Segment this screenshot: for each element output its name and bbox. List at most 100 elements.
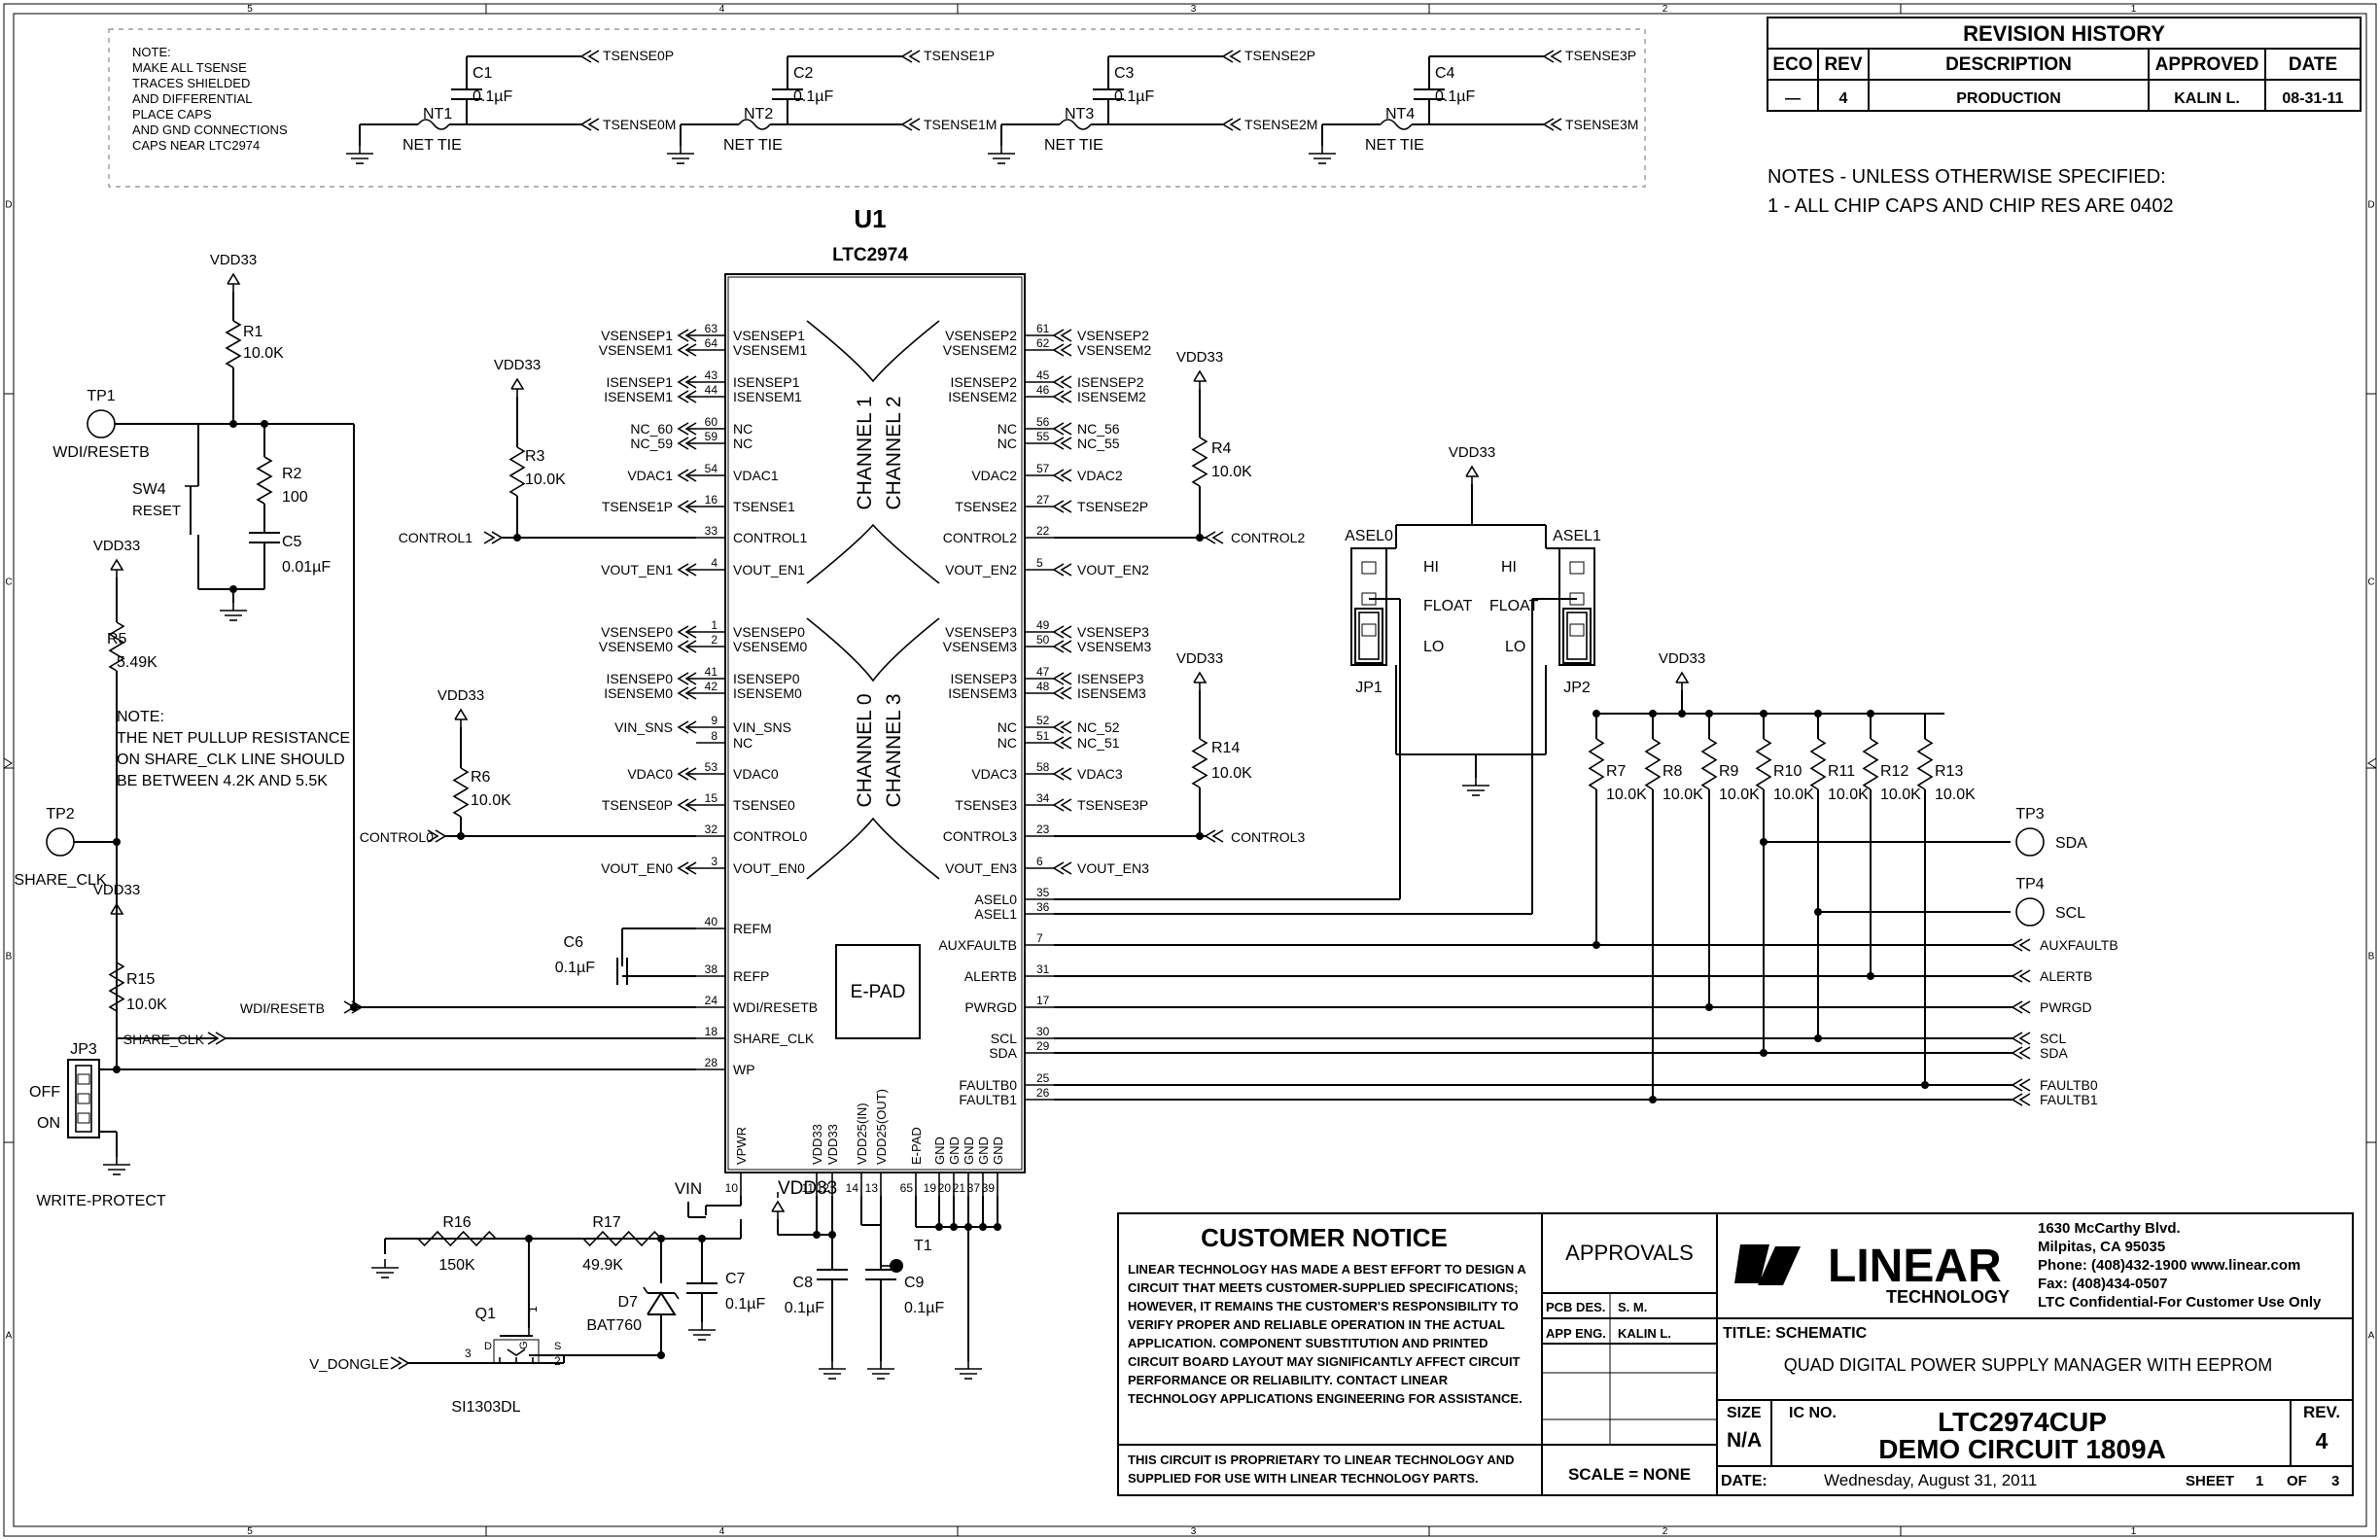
net-label: TSENSE1P <box>602 499 673 514</box>
jumper-pin <box>1361 561 1377 575</box>
linear-logo-mark <box>1734 1244 1801 1285</box>
label: C9 <box>904 1275 925 1291</box>
port-arrow <box>677 375 689 389</box>
label: OFF <box>29 1084 60 1101</box>
resistor <box>1191 738 1208 788</box>
pin-name: VDAC3 <box>971 766 1017 782</box>
jumper-pin <box>77 1073 90 1085</box>
port-arrow <box>677 798 689 812</box>
label: 2 <box>554 1354 561 1368</box>
pin-name: ISENSEP3 <box>951 671 1018 686</box>
label: FLOAT <box>1489 598 1539 614</box>
label: 10.0K <box>243 345 284 362</box>
port-arrow <box>677 469 689 482</box>
pin-name: REFP <box>733 968 769 984</box>
label: SHEET <box>2186 1473 2234 1489</box>
tsense-note: NOTE: <box>132 45 171 59</box>
label: HI <box>1423 559 1439 576</box>
port-arrow <box>1052 625 1065 639</box>
junction-dot <box>113 1066 121 1073</box>
pin-number: 17 <box>1036 994 1050 1007</box>
label: 1 <box>2131 4 2137 15</box>
port-arrow <box>2018 1093 2031 1106</box>
junction-dot <box>1814 908 1822 916</box>
supply-arrow <box>110 558 124 571</box>
label: A <box>6 1331 13 1342</box>
port-arrow <box>677 720 689 734</box>
supply-label: VDD33 <box>1659 650 1705 667</box>
label: 1 <box>2131 1526 2137 1537</box>
port-arrow <box>677 861 689 875</box>
port-arrow <box>1060 329 1072 342</box>
net-label: SHARE_CLK <box>123 1032 205 1047</box>
pin-number: 41 <box>705 665 718 679</box>
pin-number: 33 <box>705 524 718 538</box>
port-arrow <box>677 563 689 577</box>
pin-number: 59 <box>705 430 718 443</box>
pin-name: VDAC1 <box>733 468 779 483</box>
pin-number: 20 <box>938 1181 952 1195</box>
net-label: TSENSE1M <box>924 117 997 132</box>
label: 0.1µF <box>904 1300 944 1316</box>
port-arrow <box>1052 767 1065 781</box>
pin-number: 62 <box>1036 336 1050 350</box>
pin-name: FAULTB1 <box>959 1092 1017 1107</box>
test-point <box>2015 897 2045 927</box>
supply-label: VDD33 <box>1449 444 1495 461</box>
junction-dot <box>979 1223 987 1231</box>
pin-number: 46 <box>1036 383 1050 397</box>
supply-label: VDD33 <box>1176 349 1223 366</box>
net-tie-label: NET TIE <box>723 137 783 154</box>
pin-name: TSENSE0 <box>733 797 795 813</box>
net-label: SCL <box>2040 1031 2066 1046</box>
pin-number: 27 <box>1036 493 1050 507</box>
jumper-pin <box>77 1112 90 1124</box>
junction-dot <box>1760 710 1768 718</box>
label: TP2 <box>46 806 74 822</box>
drawing-date: Wednesday, August 31, 2011 <box>1824 1471 2037 1489</box>
port-arrow <box>1052 469 1065 482</box>
pin-name: ISENSEM0 <box>733 685 802 701</box>
jumper-pin <box>1361 623 1377 637</box>
supply-label: VDD33 <box>93 882 140 898</box>
pin-name: VSENSEP2 <box>945 328 1017 343</box>
pin-number: 57 <box>1036 462 1050 475</box>
port-arrow <box>1060 563 1072 577</box>
notes-heading: NOTES - UNLESS OTHERWISE SPECIFIED: <box>1768 166 2166 188</box>
mosfet-q1-body <box>493 1339 540 1364</box>
net-label: CONTROL1 <box>399 530 472 545</box>
pin-number: 5 <box>1036 556 1043 570</box>
pin-number: 52 <box>1036 714 1050 727</box>
label: ON <box>37 1115 60 1132</box>
port-arrow <box>1052 798 1065 812</box>
test-point <box>46 827 75 857</box>
pin-name: ISENSEP1 <box>733 374 800 390</box>
label: B <box>2368 952 2375 962</box>
label: BAT760 <box>586 1317 642 1334</box>
nt-ref: NT3 <box>1065 106 1094 122</box>
net-label: AUXFAULTB <box>2040 937 2118 953</box>
pin-number: 14 <box>846 1181 859 1195</box>
pin-number: 15 <box>705 791 718 805</box>
pin-number: 50 <box>1036 633 1050 647</box>
label: 4 <box>2316 1428 2328 1453</box>
net-label: VSENSEP3 <box>1077 624 1149 640</box>
net-label: TSENSE2P <box>1244 48 1315 63</box>
label: C <box>2367 578 2374 588</box>
pin-name: PWRGD <box>964 999 1017 1015</box>
jumper-pin <box>1569 592 1585 606</box>
ic-number: LTC2974CUP <box>1938 1407 2107 1437</box>
label: JP1 <box>1355 680 1382 696</box>
label: R11 <box>1828 763 1855 780</box>
test-point-t1 <box>890 1259 903 1273</box>
net-label: VDAC2 <box>1077 468 1123 483</box>
label: 0.1µF <box>785 1300 824 1316</box>
jumper-jp2 <box>1558 547 1595 666</box>
pin-number: 43 <box>705 368 718 382</box>
epad-label: E-PAD <box>851 982 906 1002</box>
net-label: VOUT_EN3 <box>1077 860 1149 876</box>
port-arrow <box>684 798 697 812</box>
label: 100 <box>282 489 308 506</box>
supply-arrow <box>110 902 124 915</box>
